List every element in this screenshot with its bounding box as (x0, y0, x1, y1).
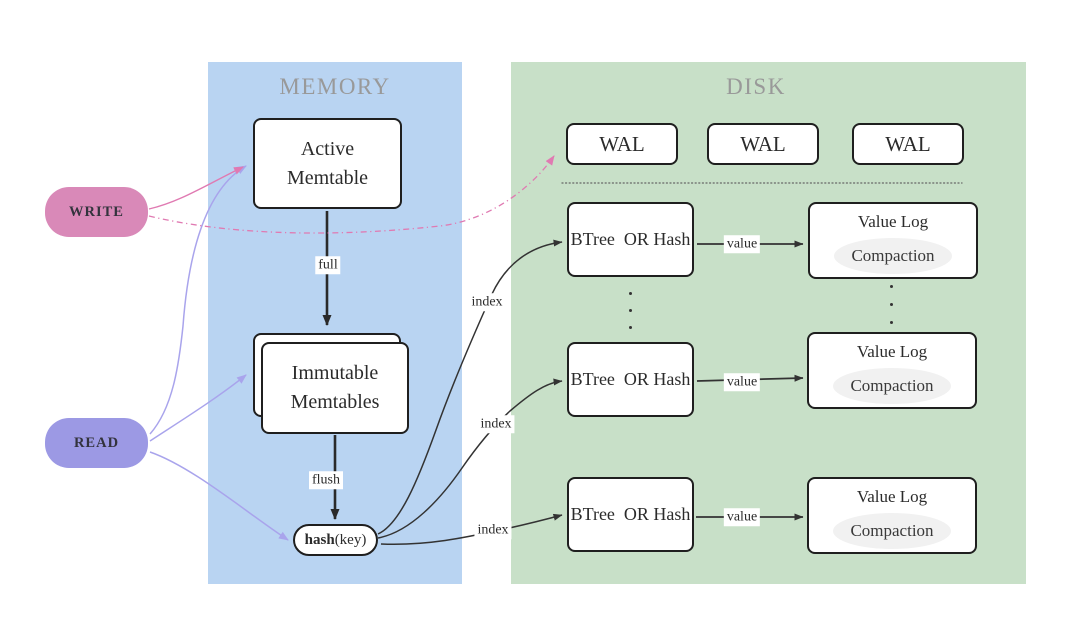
vertical-ellipsis-left (629, 326, 632, 329)
edge-write-to-active-memtable (148, 166, 244, 210)
value-log-box-3: Value Log Compaction (807, 477, 977, 554)
value-log-title-2: Value Log (856, 342, 928, 361)
edge-read-to-active-memtable (149, 165, 247, 435)
read-pill: READ (45, 418, 148, 468)
compaction-ellipse-1: Compaction (834, 238, 952, 275)
vertical-ellipsis-right (890, 321, 893, 324)
index-edge-label-3: index (474, 521, 512, 539)
value-edge-label-1: value (723, 235, 761, 253)
vertical-ellipsis-right (890, 285, 893, 288)
wal-box-1: WAL (566, 123, 678, 165)
hash-bold-text: hash (304, 531, 335, 548)
flush-edge-label: flush (309, 471, 343, 489)
value-log-title-1: Value Log (857, 212, 929, 231)
index-edge-label-1: index (468, 293, 506, 311)
index-edge-label-2: index (477, 415, 515, 433)
compaction-ellipse-3: Compaction (833, 513, 951, 550)
immutable-memtables-line2: Memtables (290, 391, 380, 413)
vertical-ellipsis-left (629, 292, 632, 295)
edge-hash-to-btree-2-index (377, 378, 563, 539)
hash-rest-text: (key) (334, 531, 367, 548)
value-log-title-3: Value Log (856, 487, 928, 506)
vertical-ellipsis-left (629, 309, 632, 312)
edge-hash-to-btree-1-index (377, 239, 563, 535)
vertical-ellipsis-right (890, 303, 893, 306)
memory-region-title: MEMORY (279, 74, 391, 99)
value-log-box-1: Value Log Compaction (808, 202, 978, 279)
edge-hash-to-btree-3-index (380, 513, 563, 546)
wal-box-3: WAL (852, 123, 964, 165)
hash-key-node: hash(key) (293, 524, 378, 556)
wal-box-2: WAL (707, 123, 819, 165)
write-pill: WRITE (45, 187, 148, 237)
btree-or-hash-box-2: BTree OR Hash (567, 342, 694, 417)
compaction-ellipse-2: Compaction (833, 368, 951, 405)
immutable-memtables-box: Immutable Memtables (261, 342, 409, 434)
btree-or-hash-box-3: BTree OR Hash (567, 477, 694, 552)
active-memtable-box: Active Memtable (253, 118, 402, 209)
disk-region-title: DISK (726, 74, 786, 99)
btree-or-hash-box-1: BTree OR Hash (567, 202, 694, 277)
active-memtable-line2: Memtable (286, 166, 369, 189)
edge-read-to-immutable-memtables (149, 374, 247, 442)
value-edge-label-2: value (723, 373, 761, 391)
edge-write-to-wal-dashdot (148, 155, 555, 234)
full-edge-label: full (315, 256, 341, 274)
active-memtable-line1: Active (300, 137, 355, 160)
immutable-memtables-line1: Immutable (291, 362, 379, 384)
value-edge-label-3: value (723, 508, 761, 526)
value-log-box-2: Value Log Compaction (807, 332, 977, 409)
edge-read-to-hash (149, 451, 289, 541)
